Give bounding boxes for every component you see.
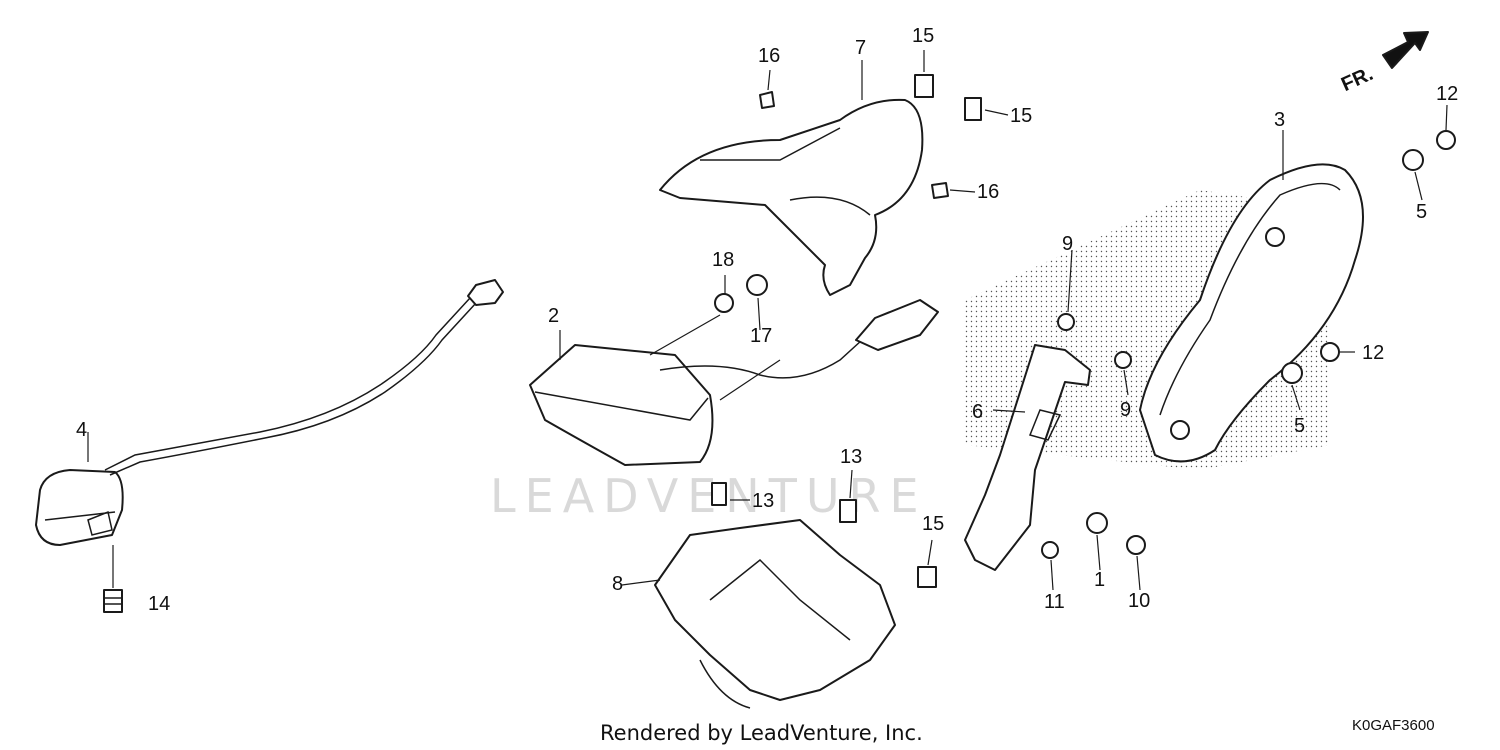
callout-9-a: 9: [1062, 233, 1073, 255]
callout-5-a: 5: [1416, 201, 1427, 223]
license-bracket: [964, 344, 1091, 571]
callout-17: 17: [750, 325, 772, 347]
watermark: LEADVENTURE: [490, 469, 928, 523]
upper-cover: [659, 98, 924, 296]
diagram-code: K0GAF3600: [1352, 717, 1435, 734]
callout-15-b: 15: [1010, 105, 1032, 127]
front-arrow-icon: [1382, 31, 1429, 69]
callout-15-c: 15: [922, 513, 944, 535]
callout-15-a: 15: [912, 25, 934, 47]
bolt-14: [103, 545, 123, 613]
callout-6: 6: [972, 401, 983, 423]
callout-4: 4: [76, 419, 87, 441]
tail-lamp: [529, 299, 939, 466]
callout-18: 18: [712, 249, 734, 271]
callout-12-a: 12: [1436, 83, 1458, 105]
hardware: [711, 74, 1456, 588]
nut-15-a: [914, 74, 934, 98]
rear-fender: [1139, 163, 1364, 463]
nut-15-c: [917, 566, 937, 588]
screw-16-a: [759, 91, 775, 109]
bolt-9-b: [1114, 351, 1132, 369]
collar-5-b: [1281, 362, 1303, 384]
callout-9-b: 9: [1120, 399, 1131, 421]
callout-3: 3: [1274, 109, 1285, 131]
front-label: FR.: [1338, 63, 1376, 96]
washer-18: [714, 293, 734, 313]
bolt-11: [1041, 541, 1059, 559]
nut-17: [746, 274, 768, 296]
callout-2: 2: [548, 305, 559, 327]
lower-bracket: [654, 519, 896, 709]
credit-text: Rendered by LeadVenture, Inc.: [600, 721, 923, 745]
callout-1: 1: [1094, 569, 1105, 591]
leader-lines: [87, 50, 1448, 591]
callout-12-b: 12: [1362, 342, 1384, 364]
license-light-assembly: [35, 279, 504, 546]
callout-16-a: 16: [758, 45, 780, 67]
callout-11: 11: [1044, 591, 1065, 613]
callout-16-b: 16: [977, 181, 999, 203]
callout-7: 7: [855, 37, 866, 59]
nut-15-b: [964, 97, 982, 121]
collar-1: [1086, 512, 1108, 534]
collar-5-a: [1402, 149, 1424, 171]
bolt-10: [1126, 535, 1146, 555]
clip-13-a: [711, 482, 727, 506]
callout-5-b: 5: [1294, 415, 1305, 437]
callout-13-a: 13: [752, 490, 774, 512]
callout-13-b: 13: [840, 446, 862, 468]
front-direction-indicator: FR.: [1338, 31, 1429, 96]
callout-8: 8: [612, 573, 623, 595]
callout-14: 14: [148, 593, 170, 615]
clip-13-b: [839, 499, 857, 523]
screw-16-b: [931, 182, 949, 199]
nut-12-b: [1320, 342, 1340, 362]
bolt-9-a: [1057, 313, 1075, 331]
callout-10: 10: [1128, 590, 1150, 612]
nut-12-a: [1436, 130, 1456, 150]
callout-numbers: 1 2 3 4 5 5 6 7 8 9 9 10 11 12 12 13 13 …: [76, 25, 1458, 615]
